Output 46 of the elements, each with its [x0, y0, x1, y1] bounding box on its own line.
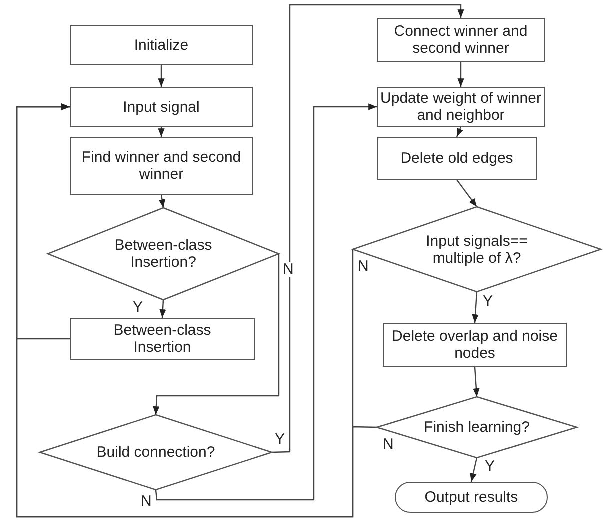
- process-box: [377, 18, 545, 62]
- arrow: [456, 180, 478, 208]
- process-box: [383, 323, 567, 367]
- node-label: Between-class Insertion: [112, 322, 212, 356]
- node-label: Initialize: [134, 36, 189, 54]
- arrow: [158, 127, 165, 137]
- arrow: [155, 104, 377, 501]
- node-label: Update weight of winner and neighbor: [380, 90, 542, 124]
- decision-diamond: [377, 397, 577, 458]
- arrow: [473, 366, 480, 398]
- edge-label: N: [282, 262, 295, 277]
- arrow: [272, 4, 464, 454]
- node-label: Input signal: [123, 98, 200, 116]
- arrow: [472, 292, 479, 324]
- process-box: [70, 137, 253, 195]
- arrow: [456, 126, 464, 138]
- decision-diamond: [48, 208, 279, 300]
- process-box: [70, 318, 255, 360]
- edge-label: Y: [132, 300, 144, 315]
- decision-diamond: [40, 415, 272, 490]
- node-label: Input signals== multiple of λ?: [425, 232, 529, 266]
- node-label: Connect winner and second winner: [393, 23, 529, 57]
- node-label: Delete overlap and noise nodes: [391, 328, 559, 362]
- process-box: [70, 87, 253, 127]
- process-box: [70, 25, 253, 65]
- edge-label: N: [357, 259, 370, 274]
- node-label: Output results: [424, 489, 518, 506]
- arrow: [158, 194, 166, 208]
- edge-label: Y: [484, 459, 496, 474]
- edge-label: Y: [274, 432, 286, 447]
- arrow: [160, 300, 166, 318]
- node-label: Delete old edges: [400, 150, 514, 167]
- arrow: [153, 254, 280, 416]
- node-label: Find winner and second winner: [80, 149, 242, 183]
- edge-label: N: [140, 494, 153, 509]
- node-label: Finish learning?: [424, 419, 530, 436]
- decision-diamond: [353, 207, 601, 292]
- arrow: [458, 62, 464, 87]
- terminal-box: [395, 482, 548, 513]
- node-label: Build connection?: [96, 444, 216, 461]
- edge-label: N: [382, 437, 395, 452]
- arrow: [470, 458, 478, 482]
- process-box: [377, 137, 537, 180]
- arrow: [158, 65, 165, 87]
- edge-label: Y: [482, 294, 494, 309]
- node-label: Between-class Insertion?: [114, 237, 214, 271]
